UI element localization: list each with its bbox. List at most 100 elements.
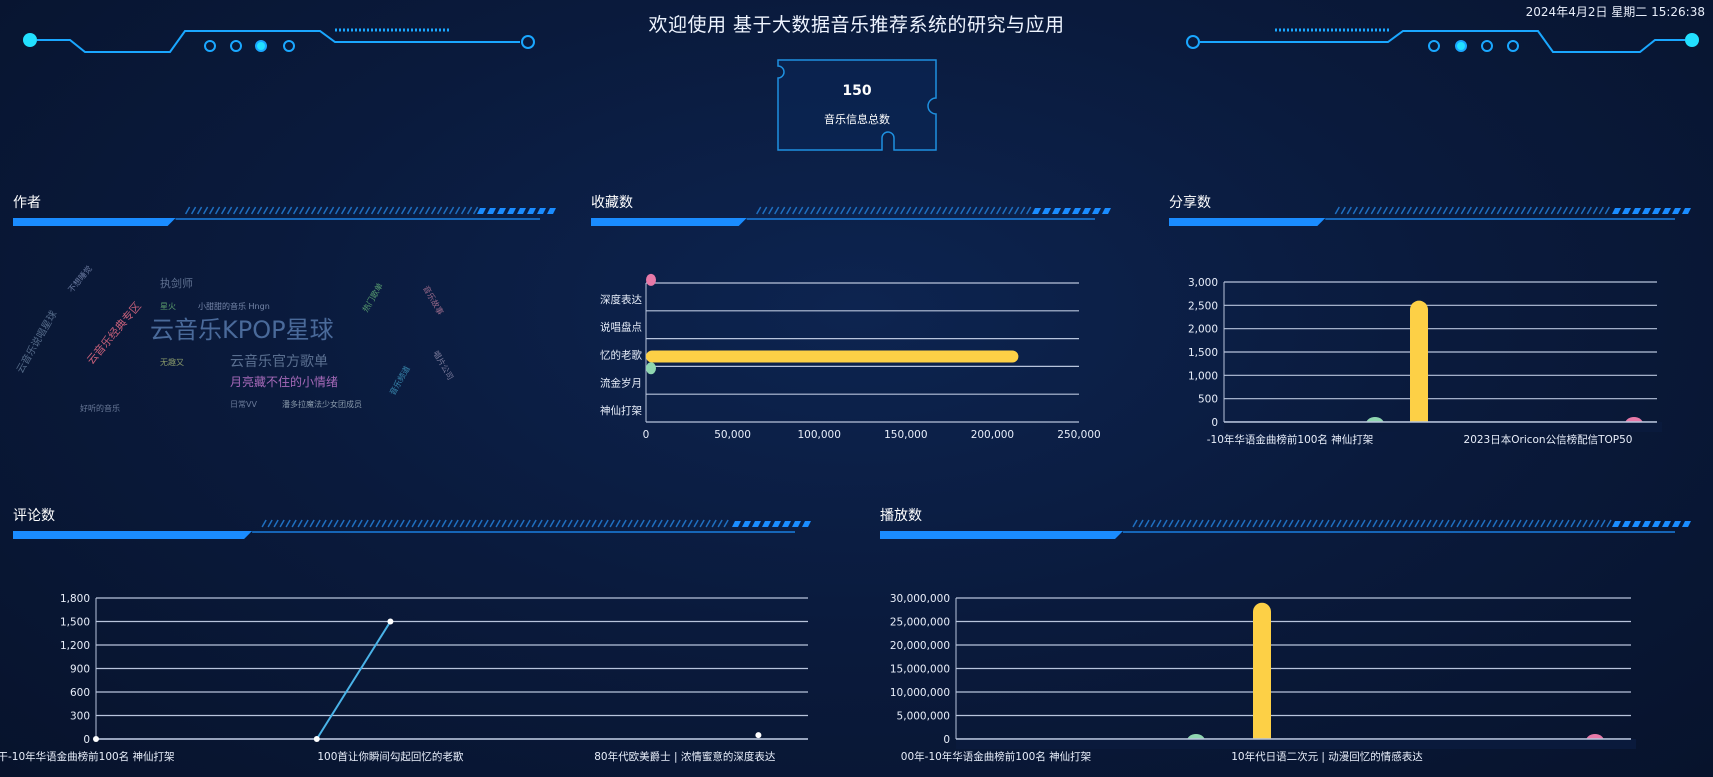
stripe — [930, 206, 936, 215]
stripe — [663, 519, 669, 528]
stripe — [768, 206, 774, 215]
stripe — [567, 519, 573, 528]
stripe — [388, 206, 395, 215]
stripe — [780, 206, 786, 215]
stripe — [214, 206, 221, 215]
stripe — [1366, 519, 1372, 528]
stripe — [942, 206, 948, 215]
stripe — [1342, 519, 1348, 528]
stripe-dash — [1632, 521, 1641, 527]
stripe — [978, 206, 984, 215]
bar — [646, 362, 656, 375]
stripe — [1514, 206, 1520, 215]
stripe — [894, 206, 900, 215]
x-tick-label: 150,000 — [884, 429, 927, 441]
stripe — [1382, 206, 1388, 215]
stripe-dash — [792, 521, 801, 527]
stripe — [328, 206, 335, 215]
stripe — [774, 206, 780, 215]
stripe-dash — [1072, 208, 1081, 214]
stripe — [1526, 206, 1532, 215]
x-category-label: 干-10年华语金曲榜前100名 神仙打架 — [0, 750, 175, 763]
stripe — [1574, 206, 1580, 215]
y-tick-label: 10,000,000 — [890, 687, 950, 699]
stripe — [996, 206, 1002, 215]
stripe — [906, 206, 912, 215]
stripe — [1014, 206, 1020, 215]
stripe — [804, 206, 810, 215]
stripe — [936, 206, 942, 215]
stripe — [232, 206, 239, 215]
stripe — [363, 519, 369, 528]
stripe — [1510, 519, 1516, 528]
stripe — [321, 519, 327, 528]
stripe — [561, 519, 567, 528]
stripe — [882, 206, 888, 215]
stripe — [1544, 206, 1550, 215]
stripe — [1460, 206, 1466, 215]
header-bar-solid — [591, 218, 747, 226]
stripe — [423, 519, 429, 528]
stripe — [279, 519, 285, 528]
stripe — [1412, 206, 1418, 215]
x-tick-label: 100,000 — [797, 429, 840, 441]
stripe — [412, 206, 419, 215]
stripe — [669, 519, 675, 528]
stripe — [375, 519, 381, 528]
right-circuit-decoration — [1186, 28, 1699, 53]
stripe — [1532, 206, 1538, 215]
stripe — [370, 206, 377, 215]
stripe — [1576, 519, 1582, 528]
y-tick-label: 2,500 — [1188, 300, 1218, 312]
stripe-dash — [1102, 208, 1111, 214]
stripe — [1400, 206, 1406, 215]
stripe — [822, 206, 828, 215]
word-cloud-word: 日常VV — [230, 400, 257, 409]
stripe — [1168, 519, 1174, 528]
stripe — [1270, 519, 1276, 528]
stripe-dash — [742, 521, 751, 527]
stripe — [424, 206, 431, 215]
header-bar-solid — [13, 531, 253, 539]
stripe — [453, 519, 459, 528]
stripe — [1228, 519, 1234, 528]
stripe-dash — [527, 208, 536, 214]
stripe — [549, 519, 555, 528]
stripe — [285, 519, 291, 528]
panel-title-shares: 分享数 — [1169, 195, 1211, 211]
stripe — [1246, 519, 1252, 528]
stripe — [1360, 519, 1366, 528]
stripe — [495, 519, 501, 528]
stripe — [1408, 519, 1414, 528]
stripe — [1520, 206, 1526, 215]
x-category-label: 100首让你瞬间勾起回忆的老歌 — [317, 750, 464, 763]
stripe — [990, 206, 996, 215]
stripe — [1516, 519, 1522, 528]
stripe — [1438, 519, 1444, 528]
stripe — [1222, 519, 1228, 528]
stripe — [1294, 519, 1300, 528]
stripe — [298, 206, 305, 215]
y-tick-label: 1,000 — [1188, 370, 1218, 382]
y-tick-label: 5,000,000 — [897, 711, 950, 723]
stripe — [852, 206, 858, 215]
stripe — [1558, 519, 1564, 528]
stripe — [1282, 519, 1288, 528]
stripe — [1234, 519, 1240, 528]
header-stripes — [756, 206, 1111, 215]
stripe — [864, 206, 870, 215]
stripe — [358, 206, 365, 215]
stripe — [1376, 206, 1382, 215]
stripe — [948, 206, 954, 215]
stripe — [579, 519, 585, 528]
stripe-dash — [1622, 521, 1631, 527]
y-category-label: 神仙打架 — [600, 404, 642, 417]
stripe — [1174, 519, 1180, 528]
x-category-label: 00年-10年华语金曲榜前100名 神仙打架 — [901, 750, 1092, 763]
data-point — [313, 736, 320, 742]
stripe — [268, 206, 275, 215]
stripe — [834, 206, 840, 215]
stripe — [262, 206, 269, 215]
stripe — [430, 206, 437, 215]
stripe — [1582, 519, 1588, 528]
